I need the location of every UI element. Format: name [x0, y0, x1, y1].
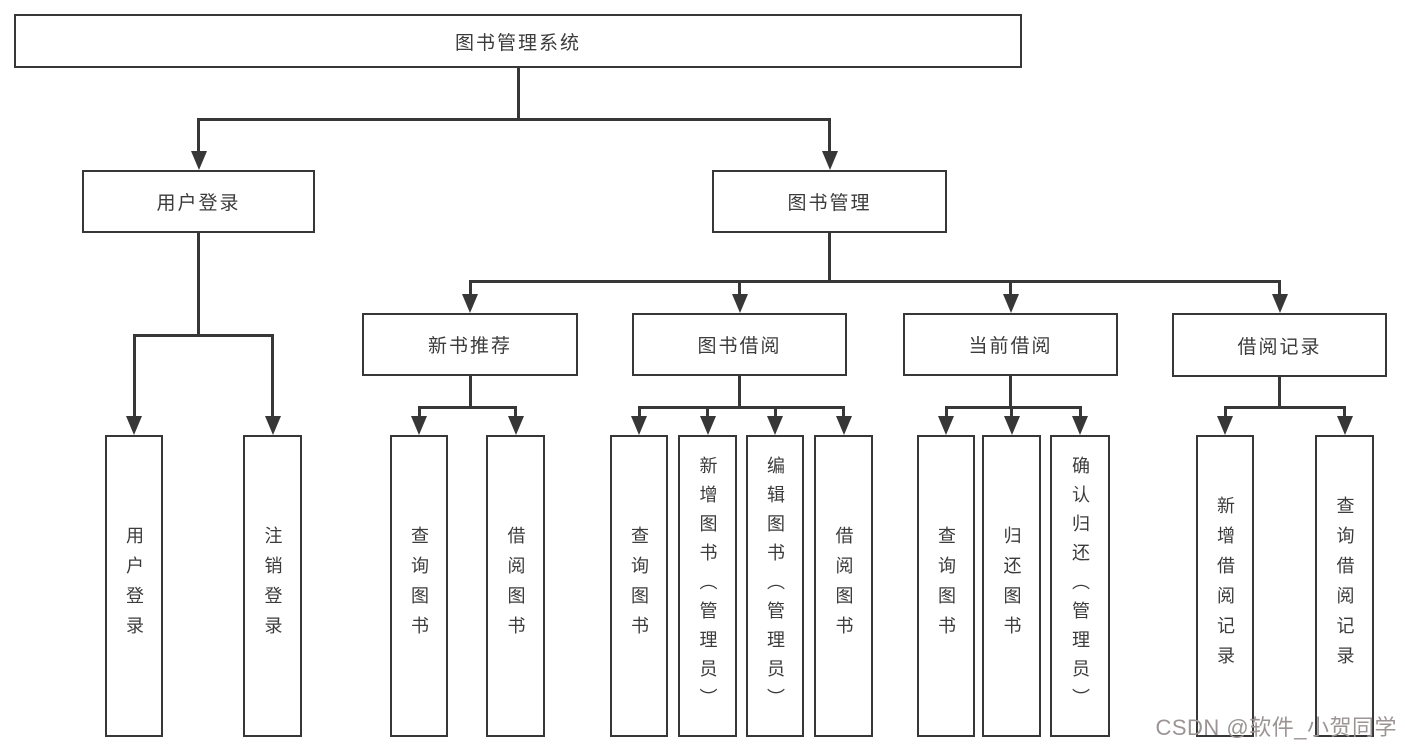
arrow-down-icon — [411, 416, 427, 435]
connector-line — [468, 280, 472, 296]
leaf-label: 归还图书 — [1001, 526, 1022, 646]
node-user-login-label: 用户登录 — [156, 193, 241, 214]
arrow-down-icon — [821, 151, 838, 170]
connector-line — [1343, 406, 1346, 420]
connector-line — [1009, 280, 1012, 296]
arrow-down-icon — [1217, 416, 1233, 435]
arrow-down-icon — [731, 294, 748, 313]
connector-line — [706, 406, 709, 420]
leaf-label: 新增借阅记录 — [1215, 496, 1235, 676]
connector-line — [468, 376, 472, 408]
connector-line — [132, 334, 274, 337]
node-new-book-recommend-label: 新书推荐 — [427, 336, 512, 357]
leaf-record-add-borrow-record: 新增借阅记录 — [1196, 435, 1254, 737]
arrow-down-icon — [1271, 294, 1288, 313]
leaf-label: 查询图书 — [629, 526, 649, 646]
connector-line — [132, 334, 136, 418]
arrow-down-icon — [126, 416, 142, 435]
arrow-down-icon — [190, 151, 207, 170]
connector-line — [197, 118, 831, 121]
arrow-down-icon — [507, 416, 524, 435]
connector-line — [271, 334, 274, 418]
leaf-user-login: 用户登录 — [105, 435, 163, 737]
leaf-label: 借阅图书 — [833, 526, 854, 646]
connector-line — [514, 406, 517, 420]
leaf-borrow-borrow-book: 借阅图书 — [814, 435, 873, 737]
connector-line — [1078, 406, 1082, 420]
node-current-borrow-label: 当前借阅 — [968, 336, 1053, 357]
node-book-borrow-label: 图书借阅 — [697, 336, 782, 357]
leaf-label: 编辑图书（管理员） — [765, 455, 785, 717]
node-book-management-label: 图书管理 — [787, 193, 872, 214]
leaf-borrow-edit-book-admin: 编辑图书（管理员） — [746, 435, 804, 737]
leaf-current-confirm-return-admin: 确认归还（管理员） — [1050, 435, 1110, 737]
node-user-login: 用户登录 — [82, 170, 315, 233]
connector-line — [468, 280, 1281, 283]
leaf-record-query-borrow-record: 查询借阅记录 — [1315, 435, 1374, 737]
node-borrow-record-label: 借阅记录 — [1237, 336, 1322, 358]
leaf-borrow-add-book-admin: 新增图书（管理员） — [678, 435, 737, 737]
leaf-label: 查询图书 — [936, 526, 956, 646]
leaf-recommend-borrow-book: 借阅图书 — [486, 435, 545, 737]
connector-line — [944, 406, 948, 420]
connector-line — [637, 406, 845, 409]
connector-line — [197, 118, 200, 154]
leaf-borrow-query-book: 查询图书 — [610, 435, 668, 737]
node-root-label: 图书管理系统 — [454, 32, 581, 54]
connector-line — [1223, 406, 1227, 420]
leaf-label: 注销登录 — [262, 526, 283, 646]
leaf-label: 查询图书 — [409, 526, 429, 646]
connector-line — [828, 233, 831, 283]
leaf-recommend-query-book: 查询图书 — [390, 435, 448, 737]
arrow-down-icon — [1002, 294, 1019, 313]
csdn-watermark: CSDN @软件_小贺同学 — [1155, 715, 1397, 740]
arrow-down-icon — [264, 416, 281, 435]
connector-line — [828, 118, 831, 154]
node-new-book-recommend: 新书推荐 — [362, 313, 578, 376]
arrow-down-icon — [699, 416, 716, 435]
connector-line — [516, 68, 520, 120]
connector-line — [1278, 377, 1281, 408]
leaf-label: 新增图书（管理员） — [697, 455, 718, 717]
node-book-management: 图书管理 — [712, 170, 947, 233]
leaf-logout: 注销登录 — [243, 435, 302, 737]
arrow-down-icon — [1336, 416, 1353, 435]
node-current-borrow: 当前借阅 — [903, 313, 1118, 376]
connector-line — [1278, 280, 1281, 296]
arrow-down-icon — [835, 416, 852, 435]
leaf-label: 查询借阅记录 — [1334, 496, 1355, 676]
connector-line — [1010, 406, 1013, 420]
node-book-borrow: 图书借阅 — [632, 313, 847, 376]
arrow-down-icon — [938, 416, 954, 435]
connector-line — [417, 406, 421, 420]
connector-line — [1009, 376, 1012, 408]
arrow-down-icon — [1003, 416, 1020, 435]
connector-line — [773, 406, 777, 420]
leaf-current-query-book: 查询图书 — [917, 435, 975, 737]
connector-line — [197, 233, 200, 337]
arrow-down-icon — [767, 416, 783, 435]
arrow-down-icon — [462, 294, 478, 313]
arrow-down-icon — [631, 416, 647, 435]
leaf-label: 确认归还（管理员） — [1070, 455, 1090, 717]
connector-line — [637, 406, 641, 420]
node-borrow-record: 借阅记录 — [1172, 313, 1387, 377]
node-root: 图书管理系统 — [14, 14, 1022, 68]
connector-line — [738, 280, 741, 296]
connector-line — [842, 406, 845, 420]
arrow-down-icon — [1072, 416, 1088, 435]
connector-line — [738, 376, 741, 408]
leaf-label: 借阅图书 — [505, 526, 526, 646]
connector-line — [417, 406, 517, 409]
leaf-label: 用户登录 — [124, 526, 144, 646]
leaf-current-return-book: 归还图书 — [982, 435, 1041, 737]
connector-line — [1223, 406, 1345, 409]
